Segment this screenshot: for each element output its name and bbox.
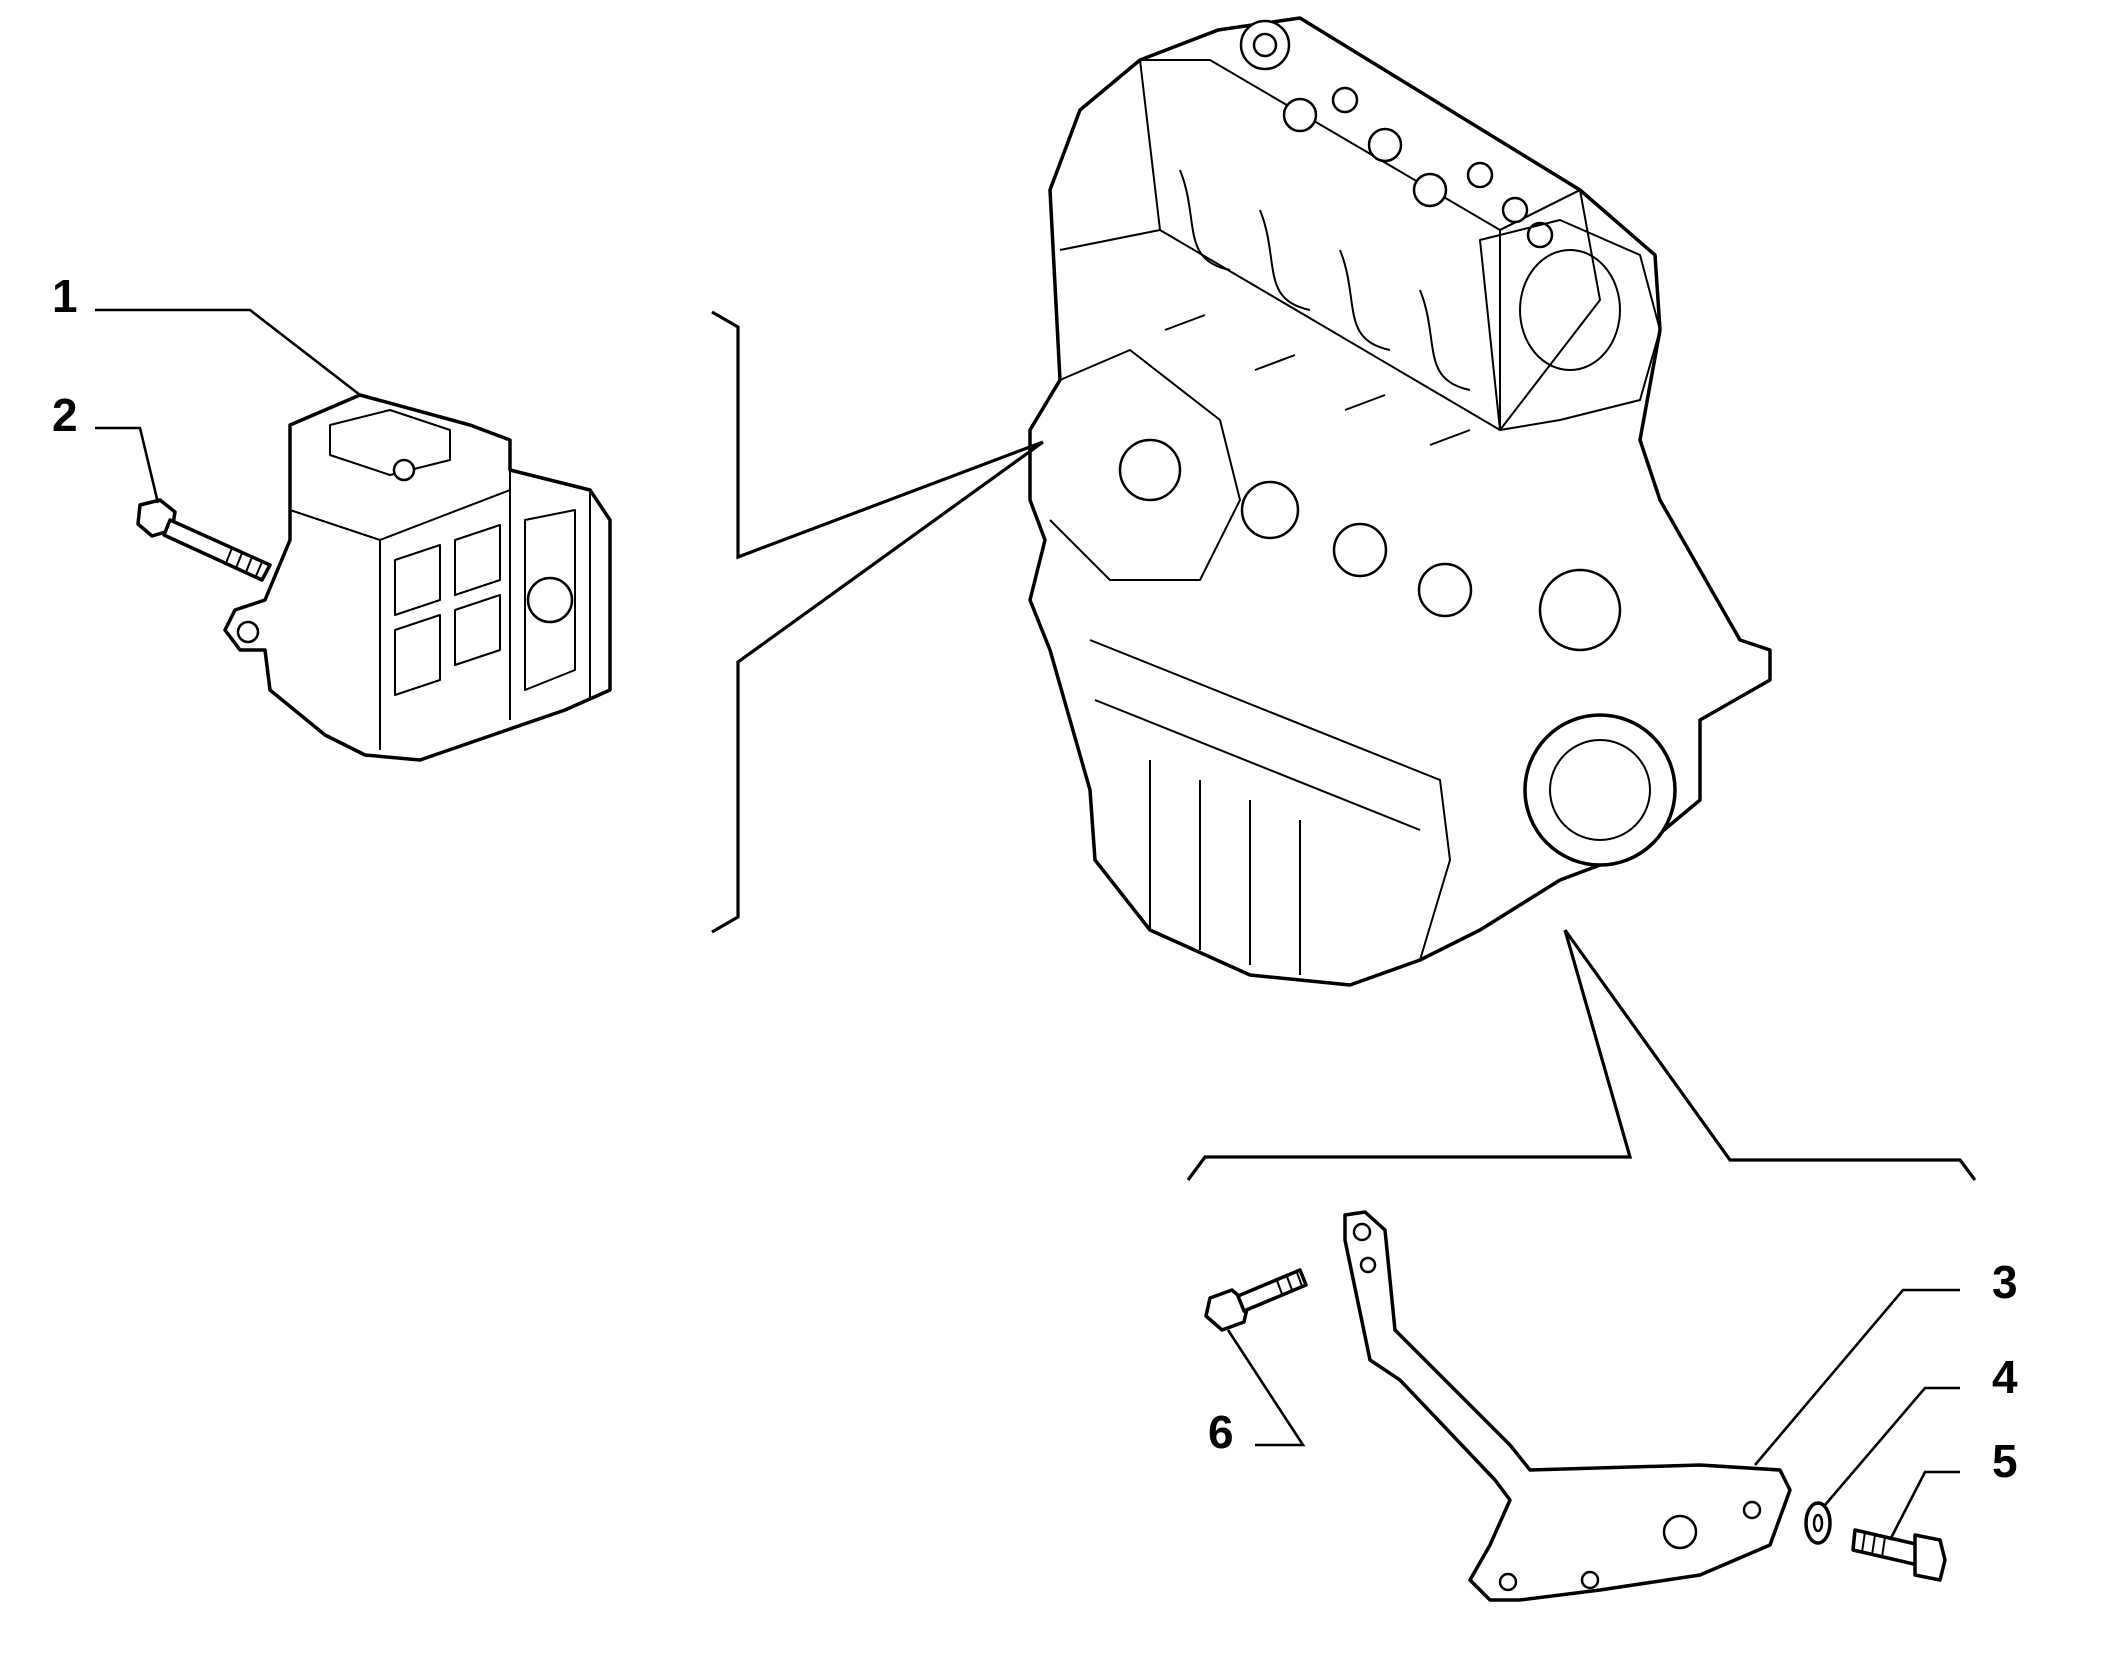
- support-arm-icon: [1343, 1210, 1792, 1602]
- leader-line-4: [1824, 1386, 1960, 1506]
- leader-line-2: [95, 426, 160, 504]
- leader-line-6: [1226, 1329, 1306, 1447]
- callout-5: 5: [1992, 1435, 2018, 1487]
- callout-1: 1: [52, 270, 78, 322]
- leader-line-3: [1754, 1288, 1960, 1466]
- callout-6: 6: [1208, 1406, 1234, 1458]
- leader-line-1: [95, 308, 361, 397]
- washer-icon: [1804, 1501, 1832, 1545]
- long-bolt-icon: [136, 498, 272, 582]
- group-bracket-bottom: [1186, 929, 1977, 1181]
- leader-line-5: [1888, 1470, 1960, 1541]
- engine-block-icon: [1028, 16, 1772, 987]
- short-bolt-icon: [1851, 1528, 1947, 1582]
- callout-2: 2: [52, 389, 78, 441]
- callout-3: 3: [1992, 1256, 2018, 1308]
- engine-mount-bracket-icon: [223, 393, 612, 762]
- callout-4: 4: [1992, 1351, 2018, 1403]
- group-bracket-left: [711, 310, 1044, 934]
- flange-bolt-icon: [1204, 1268, 1308, 1332]
